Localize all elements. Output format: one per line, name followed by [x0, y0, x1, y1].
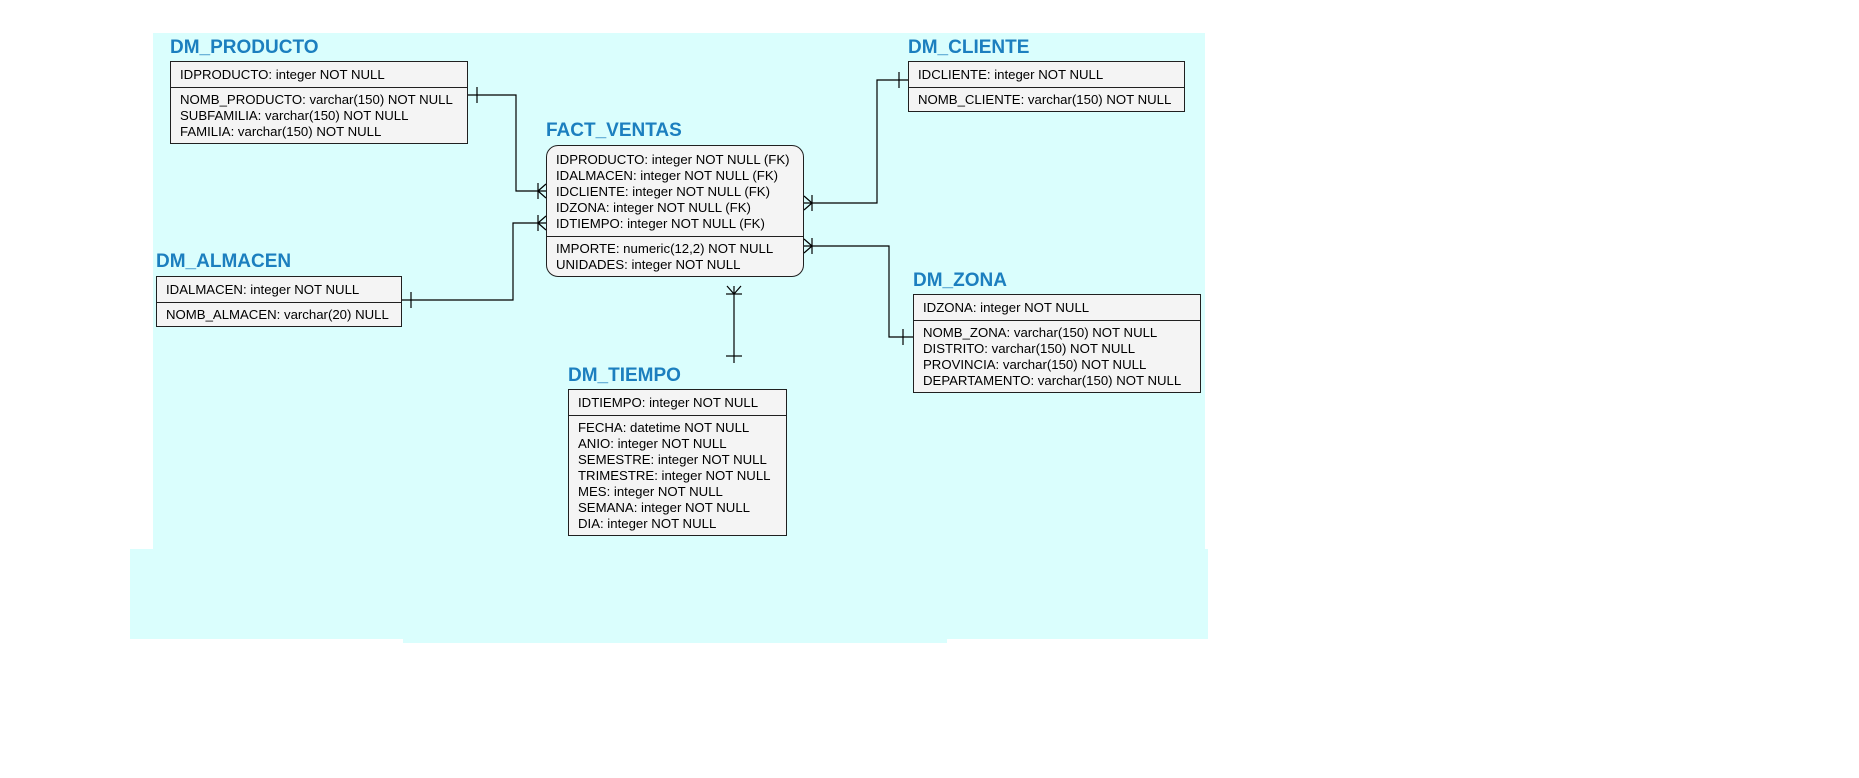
relationship-zona-ventas: [803, 238, 913, 345]
entity-fact-ventas[interactable]: IDPRODUCTO: integer NOT NULL (FK) IDALMA…: [546, 145, 804, 277]
entity-title-dm-cliente: DM_CLIENTE: [908, 37, 1030, 58]
attribute: NOMB_CLIENTE: varchar(150) NOT NULL: [918, 92, 1172, 107]
attribute: PROVINCIA: varchar(150) NOT NULL: [923, 357, 1147, 372]
entity-title-fact-ventas: FACT_VENTAS: [546, 120, 682, 141]
attribute-section: NOMB_ZONA: varchar(150) NOT NULL DISTRIT…: [914, 320, 1200, 392]
relationship-tiempo-ventas: [726, 285, 742, 363]
attribute: IDTIEMPO: integer NOT NULL: [578, 395, 759, 410]
key-section: IDALMACEN: integer NOT NULL: [157, 277, 401, 302]
attribute: IDALMACEN: integer NOT NULL (FK): [556, 168, 779, 183]
attribute: ANIO: integer NOT NULL: [578, 436, 727, 451]
key-section: IDZONA: integer NOT NULL: [914, 295, 1200, 320]
diagram-canvas-bottom: [403, 638, 947, 643]
attribute: IDZONA: integer NOT NULL (FK): [556, 200, 751, 215]
entity-title-dm-almacen: DM_ALMACEN: [156, 251, 292, 272]
entity-dm-zona[interactable]: IDZONA: integer NOT NULL NOMB_ZONA: varc…: [913, 294, 1201, 393]
attribute: IDCLIENTE: integer NOT NULL (FK): [556, 184, 770, 199]
attribute-section: IMPORTE: numeric(12,2) NOT NULL UNIDADES…: [547, 236, 803, 276]
attribute: IDPRODUCTO: integer NOT NULL: [180, 67, 385, 82]
attribute-section: FECHA: datetime NOT NULL ANIO: integer N…: [569, 415, 786, 535]
attribute: DISTRITO: varchar(150) NOT NULL: [923, 341, 1136, 356]
attribute: DIA: integer NOT NULL: [578, 516, 717, 531]
attribute: SEMANA: integer NOT NULL: [578, 500, 750, 515]
attribute: NOMB_PRODUCTO: varchar(150) NOT NULL: [180, 92, 453, 107]
attribute: IDALMACEN: integer NOT NULL: [166, 282, 360, 297]
diagram-canvas-lower: [130, 549, 1208, 639]
relationship-producto-ventas: [468, 87, 547, 199]
key-section: IDTIEMPO: integer NOT NULL: [569, 390, 786, 415]
relationship-almacen-ventas: [402, 215, 547, 308]
attribute-section: NOMB_PRODUCTO: varchar(150) NOT NULL SUB…: [171, 87, 467, 143]
relationship-cliente-ventas: [803, 72, 908, 211]
attribute: UNIDADES: integer NOT NULL: [556, 257, 741, 272]
entity-dm-tiempo[interactable]: IDTIEMPO: integer NOT NULL FECHA: dateti…: [568, 389, 787, 536]
attribute: SUBFAMILIA: varchar(150) NOT NULL: [180, 108, 409, 123]
attribute-section: NOMB_ALMACEN: varchar(20) NULL: [157, 302, 401, 326]
attribute: IDTIEMPO: integer NOT NULL (FK): [556, 216, 765, 231]
attribute: DEPARTAMENTO: varchar(150) NOT NULL: [923, 373, 1182, 388]
key-section: IDPRODUCTO: integer NOT NULL: [171, 62, 467, 87]
attribute: IDCLIENTE: integer NOT NULL: [918, 67, 1104, 82]
entity-dm-almacen[interactable]: IDALMACEN: integer NOT NULL NOMB_ALMACEN…: [156, 276, 402, 327]
attribute: IDPRODUCTO: integer NOT NULL (FK): [556, 152, 790, 167]
entity-title-dm-zona: DM_ZONA: [913, 270, 1007, 291]
attribute: NOMB_ZONA: varchar(150) NOT NULL: [923, 325, 1158, 340]
entity-title-dm-tiempo: DM_TIEMPO: [568, 365, 681, 386]
attribute: FAMILIA: varchar(150) NOT NULL: [180, 124, 382, 139]
attribute: FECHA: datetime NOT NULL: [578, 420, 750, 435]
key-section: IDPRODUCTO: integer NOT NULL (FK) IDALMA…: [547, 146, 803, 236]
entity-dm-producto[interactable]: IDPRODUCTO: integer NOT NULL NOMB_PRODUC…: [170, 61, 468, 144]
key-section: IDCLIENTE: integer NOT NULL: [909, 62, 1184, 87]
entity-dm-cliente[interactable]: IDCLIENTE: integer NOT NULL NOMB_CLIENTE…: [908, 61, 1185, 112]
attribute-section: NOMB_CLIENTE: varchar(150) NOT NULL: [909, 87, 1184, 111]
attribute: IDZONA: integer NOT NULL: [923, 300, 1090, 315]
attribute: IMPORTE: numeric(12,2) NOT NULL: [556, 241, 774, 256]
attribute: NOMB_ALMACEN: varchar(20) NULL: [166, 307, 389, 322]
entity-title-dm-producto: DM_PRODUCTO: [170, 37, 319, 58]
attribute: TRIMESTRE: integer NOT NULL: [578, 468, 771, 483]
attribute: MES: integer NOT NULL: [578, 484, 723, 499]
attribute: SEMESTRE: integer NOT NULL: [578, 452, 767, 467]
